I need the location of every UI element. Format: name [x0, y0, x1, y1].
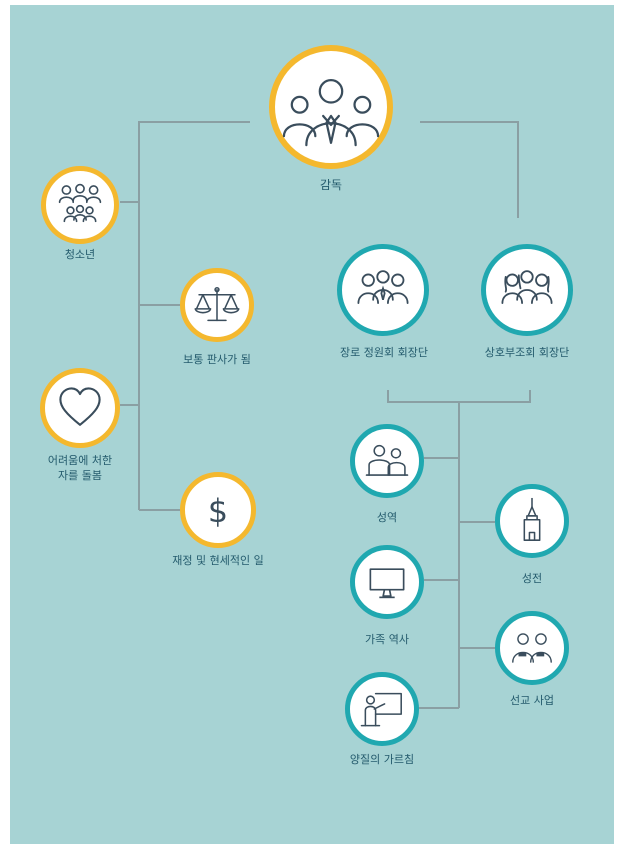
temple-icon — [523, 497, 541, 541]
missionary-label: 선교 사업 — [510, 694, 554, 707]
ministering-node — [350, 424, 424, 498]
scales-of-justice-icon — [194, 286, 240, 322]
temple-label: 성전 — [521, 572, 543, 585]
elders-quorum-node — [337, 244, 429, 336]
teacher-at-board-icon — [360, 692, 402, 727]
missionary-node — [495, 611, 569, 685]
common-judge-node — [180, 268, 254, 342]
gospel-teaching-node — [345, 672, 419, 746]
care-in-need-node — [40, 368, 120, 448]
temple-node — [495, 484, 569, 558]
supervise-node — [269, 45, 393, 169]
elders-quorum-label: 장로 정원회 회장단 — [340, 346, 428, 359]
youth-node — [41, 166, 119, 244]
dollar-sign-icon: $ — [208, 494, 228, 530]
relief-society-label: 상호부조회 회장단 — [484, 346, 570, 359]
svg-text:$: $ — [208, 494, 228, 530]
missionaries-icon — [512, 633, 552, 663]
elders-group-icon — [357, 270, 409, 305]
group-of-three-people-icon — [282, 79, 380, 147]
youth-group-icon — [58, 183, 102, 223]
care-in-need-label: 어려움에 처한 자를 돌봄 — [47, 454, 113, 482]
supervise-label: 감독 — [319, 178, 343, 192]
finance-node: $ — [180, 472, 256, 548]
finance-label: 재정 및 현세적인 일 — [172, 554, 264, 567]
ministering-label: 성역 — [376, 511, 398, 524]
family-history-label: 가족 역사 — [365, 633, 409, 646]
two-people-icon — [365, 444, 409, 476]
computer-monitor-icon — [369, 568, 405, 599]
women-group-icon — [501, 270, 553, 305]
heart-icon — [59, 387, 101, 426]
family-history-node — [350, 545, 424, 619]
youth-label: 청소년 — [64, 248, 96, 261]
common-judge-label: 보통 판사가 됨 — [183, 353, 251, 366]
relief-society-node — [481, 244, 573, 336]
gospel-teaching-label: 양질의 가르침 — [349, 753, 415, 766]
